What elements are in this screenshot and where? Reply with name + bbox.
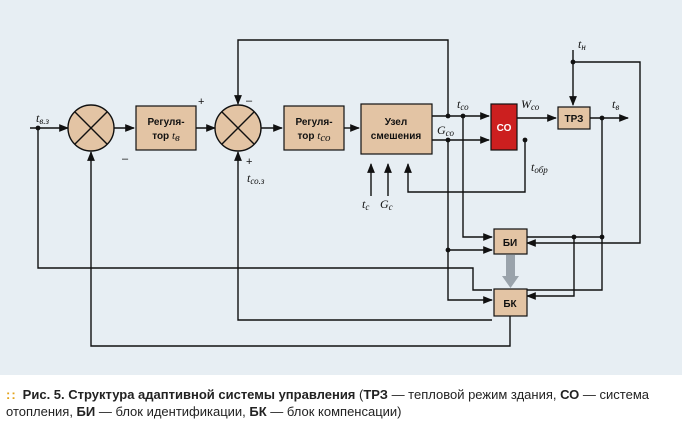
caption-desc-trz: — тепловой режим здания, — [387, 387, 561, 402]
regulator-tv-line2: тор tв — [152, 130, 180, 144]
caption-abbr-co: СО — [560, 387, 580, 402]
line-tn-bi — [526, 61, 641, 247]
comparator-1 — [67, 104, 115, 152]
label-wco: Wсо — [521, 97, 540, 112]
line-gco-bk — [447, 140, 493, 304]
line-tobr-mixer — [404, 140, 526, 193]
label-tv: tв — [612, 97, 619, 112]
caption-bullet-icon: :: — [6, 387, 17, 402]
trz-block: ТРЗ — [557, 106, 591, 130]
bk-label: БК — [503, 299, 517, 310]
label-gco: Gсо — [437, 123, 454, 138]
sign-c2-minus-top: – — [246, 95, 253, 107]
sign-c2-plus-left: + — [198, 96, 204, 108]
regulator-tco-block: Регуля- тор tсо — [283, 105, 345, 151]
line-tv-bk-2 — [527, 237, 603, 291]
caption-desc-bk: — блок компенсации) — [266, 404, 402, 419]
caption-fig-number: Рис. 5. — [22, 387, 65, 402]
regulator-tv-block: Регуля- тор tв — [135, 105, 197, 151]
comparator-2 — [214, 104, 262, 152]
regulator-tco-line1: Регуля- — [295, 117, 332, 128]
label-tobr: tобр — [531, 160, 548, 175]
bi-to-bk-wide-arrow — [502, 255, 519, 288]
label-tvz: tв.з — [36, 111, 50, 126]
line-tco-feedback — [234, 39, 449, 116]
diagram-panel — [0, 0, 682, 375]
caption-open: ( — [355, 387, 364, 402]
label-tco: tсо — [457, 97, 469, 112]
co-block: СО — [490, 103, 518, 151]
caption-abbr-trz: ТРЗ — [363, 387, 388, 402]
junction-dots — [35, 59, 605, 253]
sign-c1-minus: – — [122, 153, 129, 165]
mixer-block: Узел смешения — [360, 103, 433, 155]
line-bk-c2 — [234, 151, 492, 321]
bi-label: БИ — [503, 238, 517, 249]
line-tco-bi — [462, 116, 493, 241]
bk-block: БК — [493, 288, 528, 317]
co-label: СО — [497, 123, 512, 134]
sign-c2-plus-bottom: + — [246, 156, 252, 168]
mixer-line1: Узел — [385, 117, 407, 128]
line-tv-bk — [526, 237, 575, 300]
regulator-tv-line1: Регуля- — [147, 117, 184, 128]
caption-desc-co: — система отопления, — [6, 387, 649, 419]
line-bk-c1 — [87, 151, 511, 347]
bi-block: БИ — [493, 228, 528, 255]
caption-desc-bi: — блок идентификации, — [95, 404, 250, 419]
figure-caption: ::Рис. 5. Структура адаптивной системы у… — [6, 386, 676, 420]
caption-abbr-bi: БИ — [76, 404, 96, 419]
line-tv-feedback-outer — [37, 128, 492, 291]
label-tcoz: tсо.з — [247, 171, 265, 186]
block-diagram: Регуля- тор tв Регуля- тор tсо Узел смеш… — [30, 37, 641, 347]
trz-label: ТРЗ — [565, 114, 584, 125]
regulator-tco-line2: тор tсо — [298, 130, 331, 144]
mixer-line2: смешения — [371, 131, 422, 142]
caption-title: Структура адаптивной системы управления — [68, 387, 356, 402]
label-gc: Gс — [380, 197, 393, 212]
label-tn: tн — [578, 37, 586, 52]
label-tc: tс — [362, 197, 369, 212]
caption-abbr-bk: БК — [249, 404, 267, 419]
